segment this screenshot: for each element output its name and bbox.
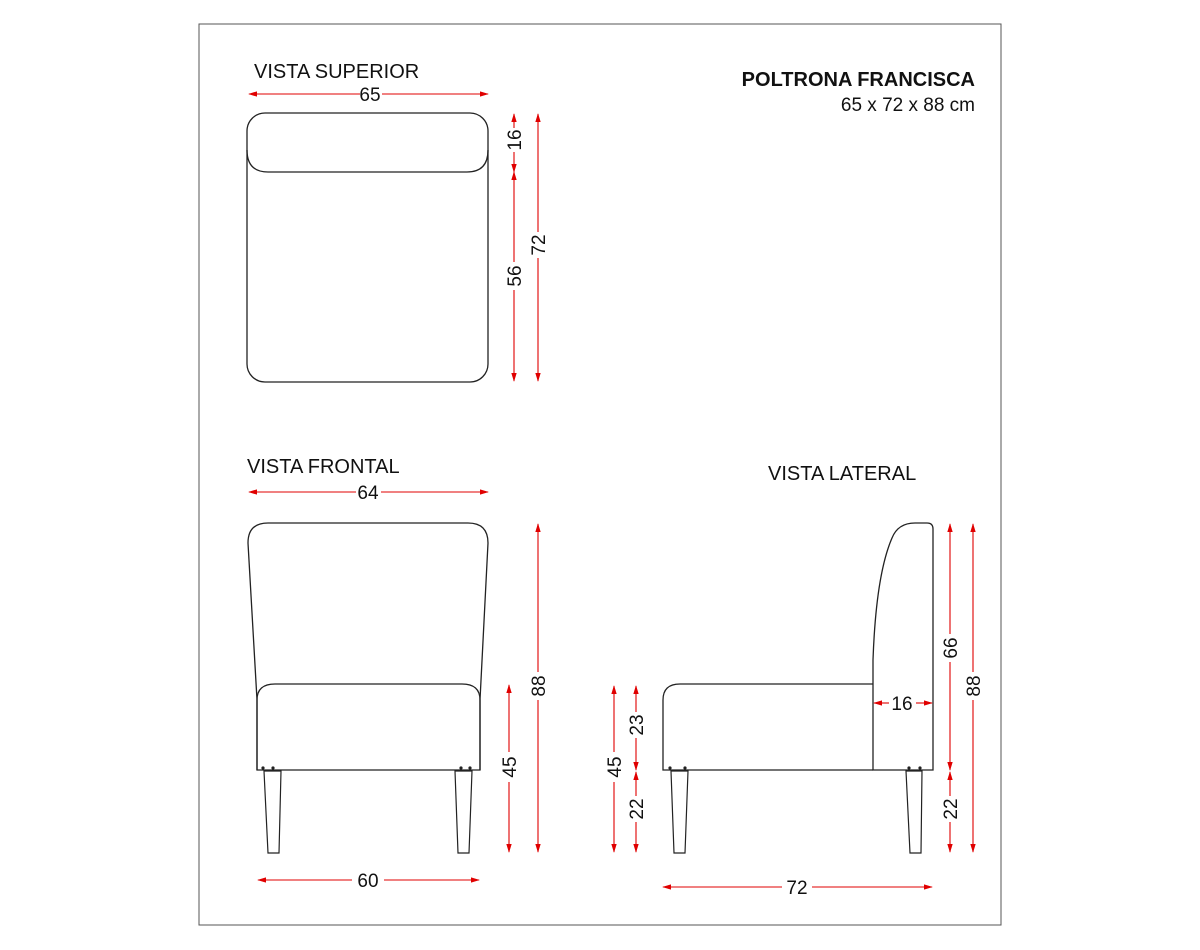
front-rivet-4 (468, 766, 472, 770)
side-rivet-3 (907, 766, 911, 770)
drawing-frame (198, 23, 1002, 926)
top-seat-outline (246, 112, 489, 383)
side-rivet-1 (668, 766, 672, 770)
side-depth-label: 72 (786, 878, 807, 899)
side-view-title: VISTA LATERAL (768, 463, 916, 485)
side-total-height-label: 88 (964, 675, 985, 696)
side-view: VISTA LATERAL 16 45 23 22 6 (605, 463, 985, 899)
product-name: POLTRONA FRANCISCA (742, 69, 975, 91)
side-back-height-label: 66 (941, 637, 962, 658)
top-back-depth-label: 16 (505, 129, 526, 150)
front-legspan-label: 60 (357, 871, 378, 892)
front-total-height-label: 88 (529, 675, 550, 696)
side-rear-leg (905, 770, 923, 854)
front-rivet-3 (459, 766, 463, 770)
top-backrest-outline (246, 149, 489, 173)
top-view: VISTA SUPERIOR 65 16 56 72 (246, 61, 550, 383)
side-backrest (872, 522, 934, 771)
product-dimensions: 65 x 72 x 88 cm (841, 95, 975, 116)
front-view-title: VISTA FRONTAL (247, 456, 400, 478)
top-seat-depth-label: 56 (505, 265, 526, 286)
side-cushion-height-label: 23 (627, 714, 648, 735)
top-view-title: VISTA SUPERIOR (254, 61, 419, 83)
front-body-outline (247, 522, 489, 771)
side-rivet-4 (918, 766, 922, 770)
front-view: VISTA FRONTAL 64 45 88 60 (247, 456, 550, 892)
side-seat-height-label: 45 (605, 756, 626, 777)
side-leg-height-label: 22 (627, 798, 648, 819)
front-seat-height-label: 45 (500, 756, 521, 777)
top-width-label: 65 (359, 85, 380, 106)
side-rivet-2 (683, 766, 687, 770)
side-front-leg (670, 770, 689, 854)
front-width-label: 64 (357, 483, 379, 504)
side-back-thickness-label: 16 (891, 694, 912, 715)
side-rear-leg-height-label: 22 (941, 798, 962, 819)
front-rivet-2 (271, 766, 275, 770)
side-seat-cushion (662, 683, 873, 771)
top-total-depth-label: 72 (529, 234, 550, 255)
front-right-leg (454, 770, 473, 854)
front-left-leg (263, 770, 282, 854)
front-rivet-1 (261, 766, 265, 770)
front-seat-cushion (256, 683, 481, 770)
